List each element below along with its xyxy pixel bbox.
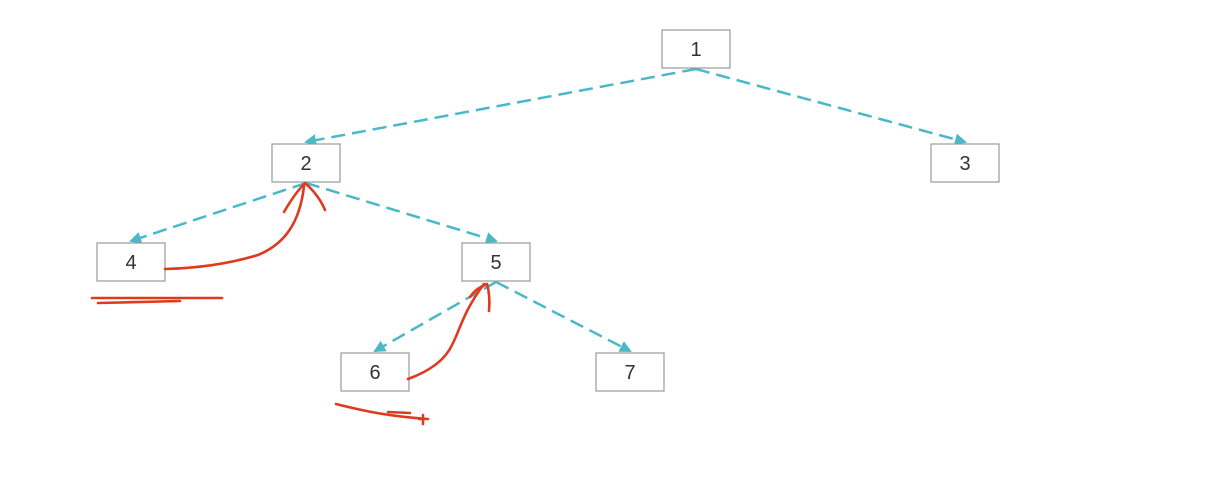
tree-node-2-box xyxy=(271,143,341,183)
annotation-arrowhead-2 xyxy=(282,181,327,214)
tree-node-1-label: 1 xyxy=(690,39,701,61)
tree-node-6-label: 6 xyxy=(369,362,380,384)
annotation-arrowhead-5 xyxy=(468,282,491,313)
tree-node-4: 4 xyxy=(96,242,166,282)
tree-node-7-box xyxy=(595,352,665,392)
tree-node-5: 5 xyxy=(461,242,531,282)
tree-node-6-box xyxy=(340,352,410,392)
tree-node-5-box xyxy=(461,242,531,282)
annotations-layer xyxy=(90,181,491,426)
tree-node-4-label: 4 xyxy=(125,252,136,274)
nodes-layer: 1 2 3 4 5 6 7 xyxy=(96,29,1000,392)
tree-edge-2-5 xyxy=(305,181,498,244)
annotation-underline-4 xyxy=(90,296,224,305)
tree-node-4-box xyxy=(96,242,166,282)
tree-node-2-label: 2 xyxy=(300,153,311,175)
tree-node-6: 6 xyxy=(340,352,410,392)
tree-node-3: 3 xyxy=(930,143,1000,183)
tree-edge-5-7 xyxy=(495,280,632,353)
annotation-arrow-4-to-2 xyxy=(163,184,306,271)
tree-edge-1-3 xyxy=(695,67,967,146)
edges-layer xyxy=(129,67,967,353)
annotation-underline-6 xyxy=(334,402,430,426)
tree-edge-1-2 xyxy=(304,67,697,147)
tree-node-7: 7 xyxy=(595,352,665,392)
tree-node-7-label: 7 xyxy=(624,362,635,384)
tree-node-1: 1 xyxy=(661,29,731,69)
tree-node-3-label: 3 xyxy=(959,153,970,175)
annotation-arrow-6-to-5 xyxy=(406,282,486,381)
tree-node-5-label: 5 xyxy=(490,252,501,274)
tree-node-1-box xyxy=(661,29,731,69)
tree-node-3-box xyxy=(930,143,1000,183)
tree-edge-2-4 xyxy=(129,181,307,244)
tree-node-2: 2 xyxy=(271,143,341,183)
